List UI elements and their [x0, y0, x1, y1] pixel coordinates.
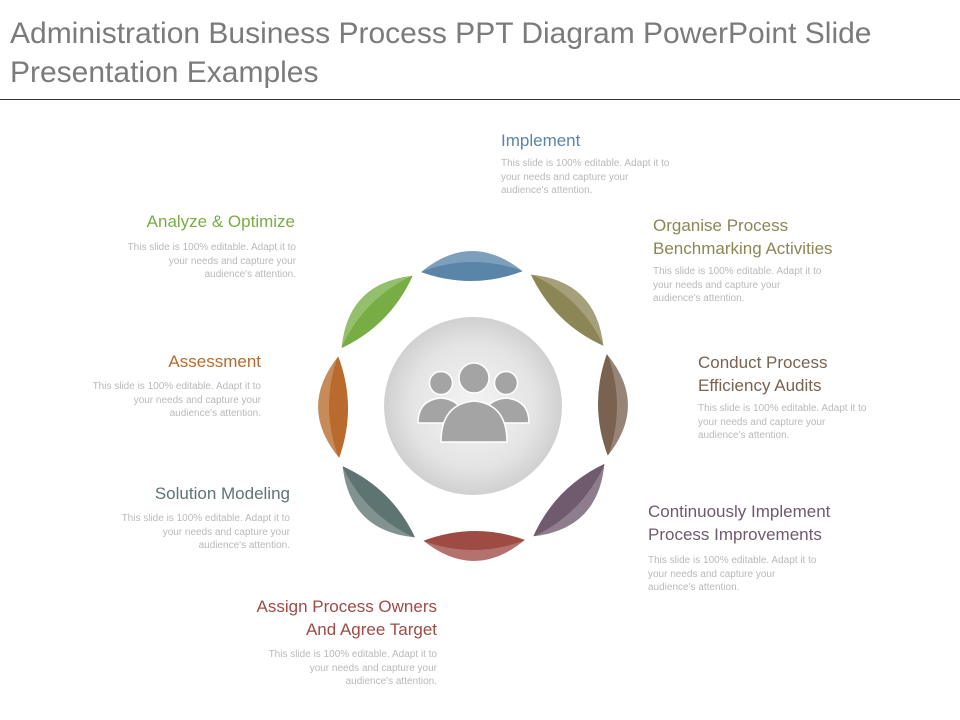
petal-shape	[417, 249, 527, 283]
step-02-heading: Organise Process Benchmarking Activities	[653, 216, 833, 258]
petal-04	[529, 460, 607, 539]
step-number-04: 04	[557, 534, 573, 550]
petal-highlight	[421, 539, 527, 562]
petal-shape	[419, 529, 529, 563]
step-07-heading: Assessment	[168, 352, 261, 371]
step-05-heading: Assign Process Owners And Agree Target	[256, 597, 437, 639]
petal-05	[419, 529, 529, 563]
petal-ring	[316, 249, 630, 563]
petal-06	[340, 462, 419, 540]
step-08-description: This slide is 100% editable. Adapt it to…	[127, 242, 296, 280]
step-07-description: This slide is 100% editable. Adapt it to…	[92, 381, 261, 419]
petal-08	[339, 273, 417, 352]
petal-highlight	[340, 274, 415, 350]
step-04-description: This slide is 100% editable. Adapt it to…	[648, 555, 817, 593]
step-03-description: This slide is 100% editable. Adapt it to…	[698, 403, 867, 441]
step-03-heading: Conduct Process Efficiency Audits	[698, 353, 828, 395]
petal-shape	[339, 273, 417, 352]
people-group-icon	[417, 362, 530, 443]
petal-highlight	[341, 464, 417, 539]
step-number-01: 01	[500, 232, 516, 248]
step-numbers: 01 02 03 04 05 06 07 08	[305, 232, 643, 576]
petal-shape	[529, 460, 607, 539]
step-05-description: This slide is 100% editable. Adapt it to…	[268, 649, 437, 687]
step-06-heading: Solution Modeling	[154, 484, 290, 503]
step-number-08: 08	[370, 254, 386, 270]
petal-07	[316, 352, 350, 462]
step-number-02: 02	[605, 303, 621, 319]
slide-title: Administration Business Process PPT Diag…	[10, 17, 872, 89]
petal-highlight	[529, 273, 605, 348]
title-divider	[0, 99, 960, 100]
step-number-03: 03	[627, 429, 643, 445]
petal-02	[527, 272, 606, 350]
petal-highlight	[531, 462, 606, 538]
petal-shape	[596, 350, 630, 460]
step-04-heading: Continuously Implement Process Improveme…	[648, 502, 831, 544]
step-06-description: This slide is 100% editable. Adapt it to…	[121, 513, 290, 551]
step-02-description: This slide is 100% editable. Adapt it to…	[653, 266, 822, 304]
petal-shape	[316, 352, 350, 462]
step-number-07: 07	[305, 362, 321, 378]
petal-shape	[527, 272, 606, 350]
step-08-heading: Analyze & Optimize	[146, 212, 295, 231]
petal-highlight	[419, 250, 525, 273]
petal-shape	[340, 462, 419, 540]
petal-03	[596, 350, 630, 460]
step-01-description: This slide is 100% editable. Adapt it to…	[501, 158, 670, 196]
step-01-heading: Implement	[501, 131, 581, 150]
step-number-05: 05	[435, 560, 451, 576]
step-number-06: 06	[326, 484, 342, 500]
petal-highlight	[606, 352, 629, 458]
petal-01	[417, 249, 527, 283]
petal-highlight	[317, 354, 340, 460]
